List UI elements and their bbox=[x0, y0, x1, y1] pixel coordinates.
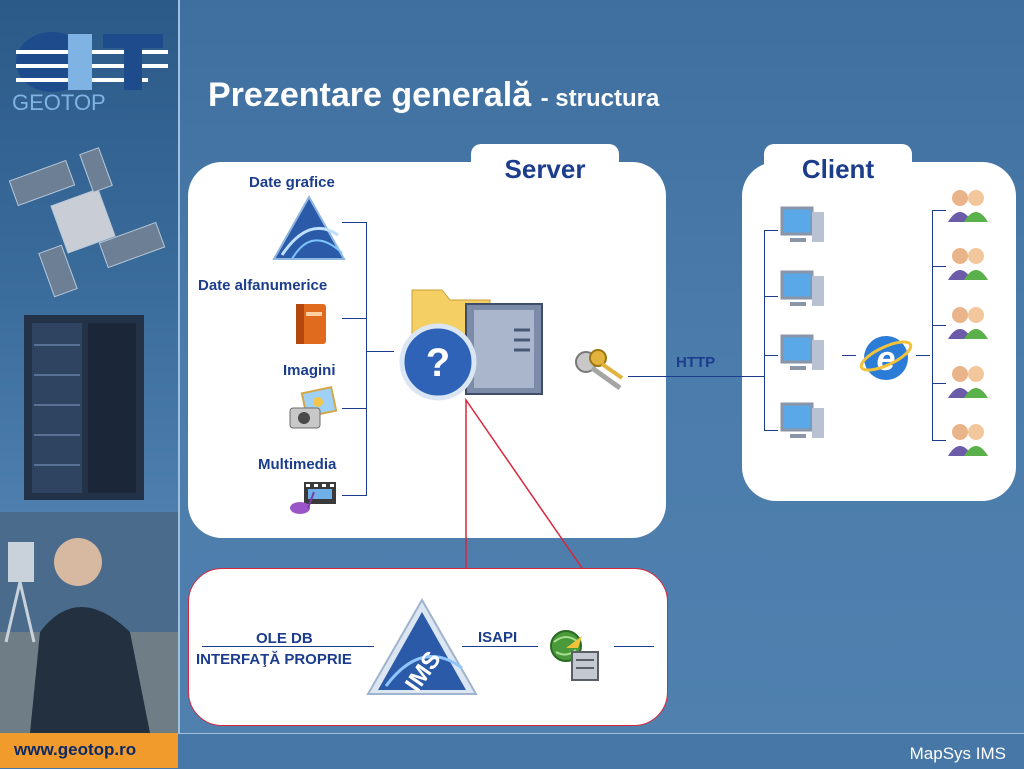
users-bracket-2 bbox=[932, 266, 946, 267]
slide-title: Prezentare generală - structura bbox=[208, 76, 659, 115]
svg-text:?: ? bbox=[426, 341, 450, 385]
users-icon bbox=[948, 366, 988, 398]
website-link[interactable]: www.geotop.ro bbox=[14, 740, 137, 759]
oledb-line bbox=[202, 646, 374, 647]
http-connector-line bbox=[628, 376, 764, 377]
source-label-multimedia: Multimedia bbox=[258, 456, 337, 473]
web-server-icon bbox=[550, 630, 599, 681]
isapi-label: ISAPI bbox=[478, 629, 518, 646]
monitor-icon bbox=[780, 334, 824, 370]
bracket-line-multimedia bbox=[342, 495, 366, 496]
monitor-icon bbox=[780, 206, 824, 242]
client-bracket-3 bbox=[764, 355, 778, 356]
browser-line-right bbox=[916, 355, 930, 356]
users-bracket-5 bbox=[932, 440, 946, 441]
bracket-to-server bbox=[366, 351, 394, 352]
client-bracket-vertical bbox=[764, 230, 765, 430]
logo-text: GEOTOP bbox=[12, 90, 106, 115]
database-book-icon bbox=[296, 304, 326, 344]
server-rack-image bbox=[24, 315, 144, 500]
bracket-line-graphic bbox=[342, 222, 366, 223]
satellite-image bbox=[8, 147, 166, 298]
graphic-data-icon bbox=[272, 194, 346, 260]
monitor-icon bbox=[780, 402, 824, 438]
surveyor-image bbox=[0, 512, 178, 733]
oledb-label: OLE DB bbox=[256, 630, 313, 647]
bracket-line-images bbox=[342, 408, 366, 409]
ims-logo: IMS bbox=[366, 597, 478, 697]
source-label-alphanumeric: Date alfanumerice bbox=[198, 277, 328, 294]
geotop-logo: GEOTOP bbox=[8, 22, 173, 117]
users-bracket-3 bbox=[932, 325, 946, 326]
bracket-vertical bbox=[366, 222, 367, 496]
users-bracket-4 bbox=[932, 383, 946, 384]
title-main: Prezentare generală bbox=[208, 76, 532, 114]
server-tab-label: Server bbox=[504, 154, 586, 184]
source-label-images: Imagini bbox=[283, 362, 336, 379]
users-icon bbox=[948, 307, 988, 339]
source-label-graphic: Date grafice bbox=[249, 174, 335, 191]
bracket-line-alpha bbox=[342, 318, 366, 319]
web-server-line bbox=[614, 646, 654, 647]
website-box bbox=[0, 733, 178, 768]
internet-explorer-icon: e bbox=[859, 336, 913, 380]
client-bracket-4 bbox=[764, 430, 778, 431]
users-bracket-1 bbox=[932, 210, 946, 211]
isapi-line bbox=[462, 646, 538, 647]
keys-icon bbox=[575, 349, 624, 391]
sidebar-photo-strip: GEOTOP bbox=[0, 0, 180, 733]
users-icon bbox=[948, 248, 988, 280]
client-bracket-1 bbox=[764, 230, 778, 231]
users-icon bbox=[948, 190, 988, 222]
users-icon bbox=[948, 424, 988, 456]
images-camera-icon bbox=[289, 385, 338, 429]
title-subtitle: - structura bbox=[540, 85, 660, 112]
client-tab-label: Client bbox=[801, 154, 875, 184]
client-bracket-2 bbox=[764, 296, 778, 297]
client-tab: Client bbox=[764, 144, 912, 190]
http-label: HTTP bbox=[676, 354, 716, 371]
product-name: MapSys IMS bbox=[909, 744, 1006, 763]
server-help-icon: ? bbox=[399, 289, 543, 401]
multimedia-icon bbox=[290, 482, 336, 514]
browser-line-left bbox=[842, 355, 856, 356]
monitor-icon bbox=[780, 270, 824, 306]
server-tab: Server bbox=[471, 144, 619, 190]
custom-interface-label: INTERFAŢĂ PROPRIE bbox=[196, 651, 352, 668]
